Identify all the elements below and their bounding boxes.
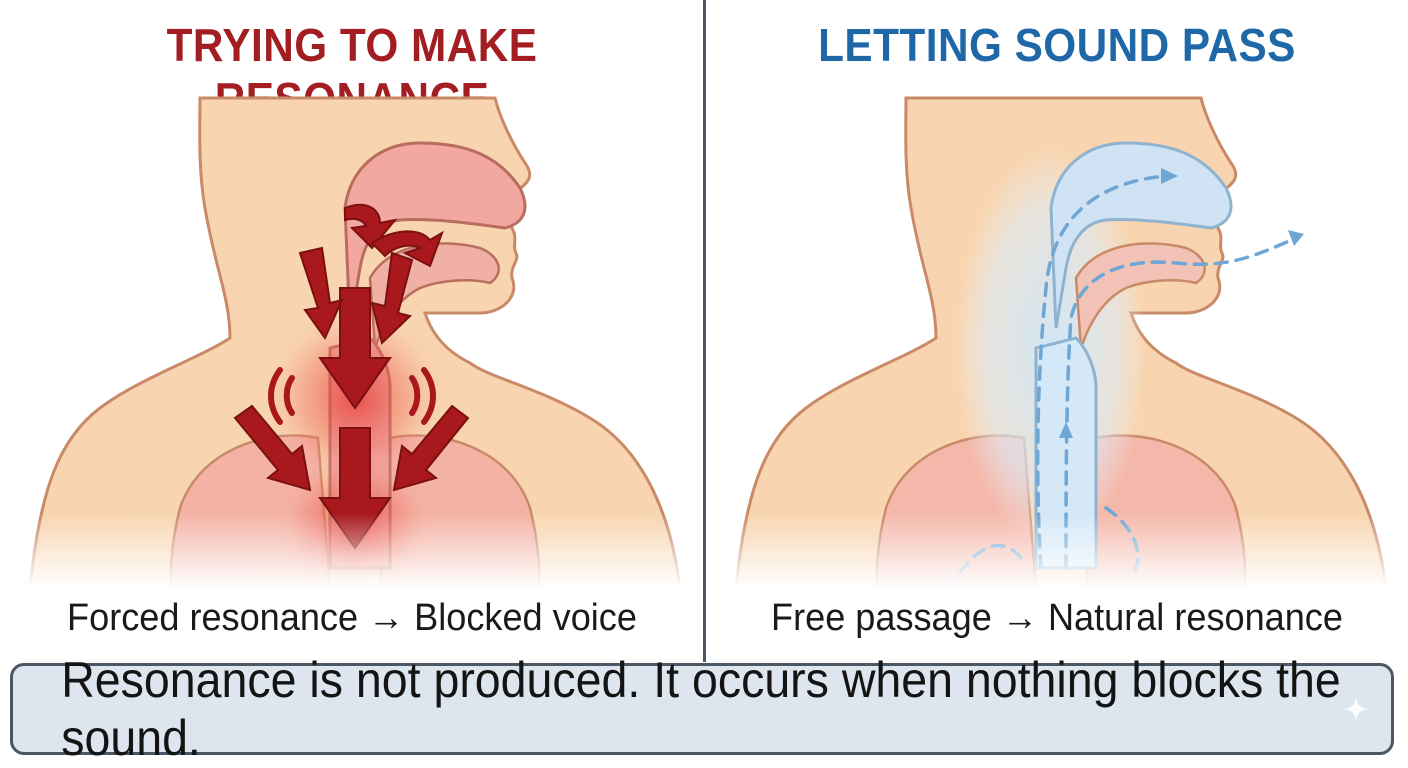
free-passage-illustration: [706, 88, 1408, 588]
right-panel: LETTING SOUND PASS: [706, 0, 1408, 660]
right-panel-title: LETTING SOUND PASS: [818, 19, 1296, 71]
right-panel-caption: Free passage → Natural resonance: [771, 597, 1343, 639]
forced-resonance-illustration: [0, 88, 704, 588]
sparkle-icon: [1344, 697, 1368, 721]
bottom-banner: Resonance is not produced. It occurs whe…: [10, 652, 1394, 766]
panel-divider: [703, 0, 706, 662]
bottom-banner-text: Resonance is not produced. It occurs whe…: [61, 652, 1341, 766]
left-panel-caption: Forced resonance → Blocked voice: [67, 597, 637, 639]
left-panel: TRYING TO MAKE RESONANCE: [0, 0, 704, 660]
